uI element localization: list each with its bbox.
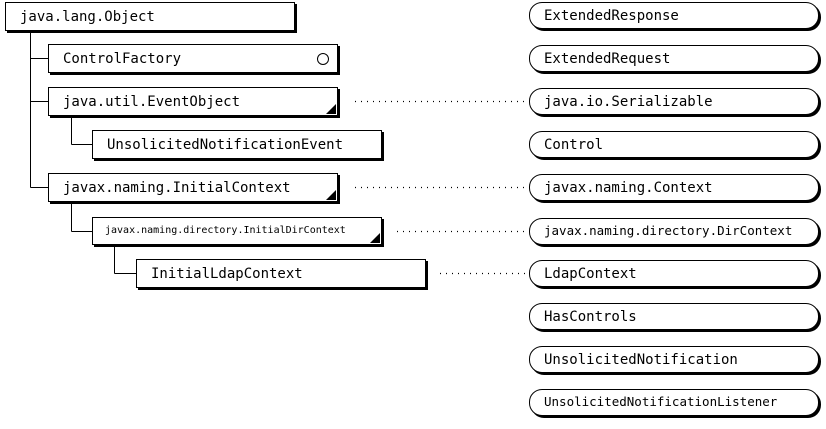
interface-unsolicited-notification[interactable]: UnsolicitedNotification — [529, 346, 819, 373]
final-class-circle-icon — [317, 52, 329, 65]
class-java-util-eventobject[interactable]: java.util.EventObject — [48, 87, 338, 116]
class-initialdircontext[interactable]: javax.naming.directory.InitialDirContext — [92, 217, 382, 245]
class-label: UnsolicitedNotificationEvent — [107, 136, 344, 153]
class-label: InitialLdapContext — [151, 265, 303, 282]
class-label: java.lang.Object — [20, 8, 155, 25]
interface-unsolicited-notification-listener[interactable]: UnsolicitedNotificationListener — [529, 389, 819, 416]
interface-extended-response[interactable]: ExtendedResponse — [529, 2, 819, 29]
class-initialldapcontext[interactable]: InitialLdapContext — [136, 259, 426, 288]
interface-has-controls[interactable]: HasControls — [529, 303, 819, 330]
interface-control[interactable]: Control — [529, 131, 819, 158]
abstract-corner-icon — [370, 233, 380, 243]
interface-serializable[interactable]: java.io.Serializable — [529, 88, 819, 115]
interface-label: ExtendedRequest — [544, 50, 671, 67]
interface-label: java.io.Serializable — [544, 93, 713, 110]
class-label: ControlFactory — [63, 50, 182, 67]
class-label: java.util.EventObject — [63, 93, 241, 110]
interface-label: LdapContext — [544, 265, 637, 282]
class-javax-naming-initialcontext[interactable]: javax.naming.InitialContext — [48, 173, 338, 202]
class-unsolicited-notification-event[interactable]: UnsolicitedNotificationEvent — [92, 130, 382, 159]
interface-extended-request[interactable]: ExtendedRequest — [529, 45, 819, 72]
class-control-factory[interactable]: ControlFactory — [48, 44, 338, 73]
interface-label: Control — [544, 136, 604, 153]
interface-label: UnsolicitedNotificationListener — [544, 394, 778, 410]
class-label: javax.naming.directory.InitialDirContext — [105, 225, 346, 236]
interface-naming-context[interactable]: javax.naming.Context — [529, 174, 819, 201]
interface-label: javax.naming.Context — [544, 179, 713, 196]
interface-label: UnsolicitedNotification — [544, 351, 738, 368]
interface-label: javax.naming.directory.DirContext — [544, 223, 793, 239]
interface-dir-context[interactable]: javax.naming.directory.DirContext — [529, 218, 819, 245]
abstract-corner-icon — [326, 104, 336, 114]
interface-label: ExtendedResponse — [544, 7, 679, 24]
class-label: javax.naming.InitialContext — [63, 179, 291, 196]
abstract-corner-icon — [326, 190, 336, 200]
class-java-lang-object[interactable]: java.lang.Object — [5, 2, 295, 31]
interface-label: HasControls — [544, 308, 637, 325]
interface-ldap-context[interactable]: LdapContext — [529, 260, 819, 287]
